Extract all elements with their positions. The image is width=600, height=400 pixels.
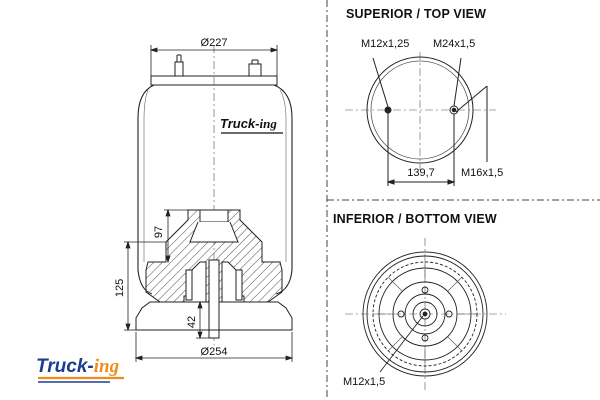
stud-hole-left xyxy=(384,106,392,114)
brand-logo: Truck-ing xyxy=(36,356,124,383)
bellow-logo: Truck-ing xyxy=(220,116,283,134)
dim-bottom-diameter-label: Ø254 xyxy=(201,346,228,358)
dim-height-125-label: 125 xyxy=(114,279,126,297)
bottom-view xyxy=(345,238,506,392)
top-spacing-label: 139,7 xyxy=(407,167,435,179)
dim-top-diameter-label: Ø227 xyxy=(201,37,228,49)
top-thread-right-label: M24x1,5 xyxy=(433,38,475,50)
dim-height-97-label: 97 xyxy=(153,226,165,238)
bottom-view-header: INFERIOR / BOTTOM VIEW xyxy=(333,212,497,226)
bottom-stud xyxy=(208,259,220,339)
top-thread-bottom-label: M16x1,5 xyxy=(461,167,503,179)
dim-height-97 xyxy=(164,208,188,264)
base-outer-circle xyxy=(362,251,488,377)
dim-stud-42-label: 42 xyxy=(186,316,198,328)
dim-bottom-diameter xyxy=(134,332,294,362)
top-view-header: SUPERIOR / TOP VIEW xyxy=(346,7,486,21)
dim-top-diameter xyxy=(149,45,279,76)
svg-text:Truck-ing: Truck-ing xyxy=(36,356,119,377)
side-section-view xyxy=(135,45,293,345)
svg-text:Truck-ing: Truck-ing xyxy=(220,116,277,131)
top-view xyxy=(345,52,496,186)
top-stud-left xyxy=(174,54,184,77)
radial-ribs xyxy=(373,262,477,366)
top-stud-right xyxy=(248,59,262,77)
dim-stud-42 xyxy=(196,300,209,340)
bottom-thread-label: M12x1,5 xyxy=(343,376,385,388)
top-thread-left-label: M12x1,25 xyxy=(361,38,409,50)
dim-height-125 xyxy=(124,240,166,332)
